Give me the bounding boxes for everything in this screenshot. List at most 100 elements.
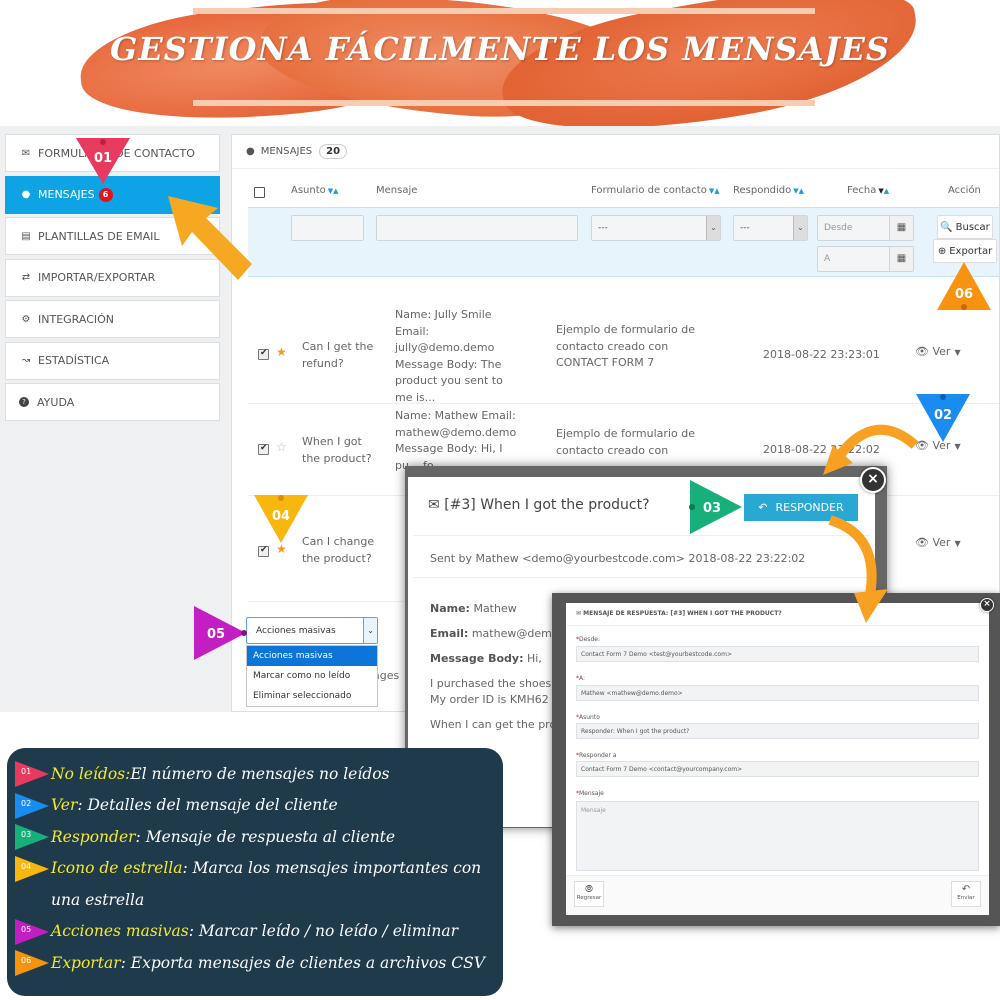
column-date[interactable]: Fecha▼▲: [847, 185, 890, 196]
line-chart-icon: ↝: [21, 355, 31, 366]
sidebar-item-label: ESTADÍSTICA: [38, 354, 110, 367]
legend-item-reply: 03 Responder: Mensaje de respuesta al cl…: [7, 821, 503, 853]
star-icon[interactable]: ★: [276, 345, 287, 359]
sidebar: ✉ FORMULARIO DE CONTACTO ● MENSAJES 6 ▤ …: [5, 134, 220, 425]
row-checkbox[interactable]: [258, 443, 269, 455]
row-checkbox[interactable]: [258, 545, 269, 557]
question-circle-icon: ?: [19, 397, 29, 407]
table-row[interactable]: ★ Can I get the refund? Name: Jully Smil…: [248, 301, 999, 404]
pagination-text: ages: [373, 669, 400, 682]
sidebar-item-label: PLANTILLAS DE EMAIL: [38, 229, 160, 243]
send-button[interactable]: ↶Enviar: [951, 881, 981, 907]
svg-text:05: 05: [207, 627, 225, 642]
svg-text:04: 04: [272, 509, 290, 524]
caret-down-icon: ▼: [954, 348, 961, 357]
star-icon[interactable]: ★: [276, 542, 287, 556]
bulk-actions-select[interactable]: Acciones masivas ⌄: [246, 617, 378, 644]
star-outline-icon[interactable]: ☆: [276, 440, 287, 454]
row-subject[interactable]: Can I get the refund?: [302, 340, 374, 370]
curved-arrow-icon: [828, 515, 888, 623]
subject-input[interactable]: Responder: When I got the product?: [576, 723, 979, 739]
reply-icon: ↶: [758, 501, 768, 514]
close-reply-modal-button[interactable]: ×: [980, 598, 994, 612]
sidebar-item-label: AYUDA: [37, 395, 75, 409]
filter-row: ---⌄ ---⌄ Desde▦ A▦ 🔍Buscar ⊕Exportar: [248, 207, 999, 277]
reply-button[interactable]: ↶RESPONDER: [744, 494, 858, 521]
panel-title: MENSAJES: [260, 146, 313, 157]
view-button[interactable]: 👁 Ver▼: [915, 439, 961, 452]
bulk-option-bulk-actions[interactable]: Acciones masivas: [247, 646, 377, 666]
select-all-checkbox[interactable]: [254, 187, 265, 198]
bulk-option-mark-unread[interactable]: Marcar como no leído: [253, 671, 351, 681]
from-input[interactable]: Contact Form 7 Demo <test@yourbestcode.c…: [576, 646, 979, 662]
form-filter-select[interactable]: ---⌄: [591, 215, 721, 241]
calendar-icon: ▦: [889, 247, 913, 271]
subject-label: *Asunto: [576, 714, 600, 721]
from-label: *Desde:: [576, 636, 600, 643]
reply-to-label: *Responder a: [576, 752, 617, 759]
message-textarea[interactable]: Mensaje: [576, 801, 979, 871]
exchange-icon: ⇄: [21, 272, 31, 283]
banner: GESTIONA FÁCILMENTE LOS MENSAJES: [0, 0, 1000, 156]
envelope-icon: ✉: [21, 147, 31, 159]
sidebar-item-help[interactable]: ? AYUDA: [5, 383, 220, 421]
row-form: Ejemplo de formulario de contacto creado…: [556, 427, 695, 457]
row-subject[interactable]: Can I change the product?: [302, 535, 375, 565]
bulk-actions-menu: Acciones masivas Marcar como no leído El…: [246, 645, 378, 707]
date-from-input[interactable]: Desde▦: [817, 215, 914, 241]
row-message: Name: Jully Smile Email: jully@demo.demo…: [395, 308, 503, 404]
date-to-input[interactable]: A▦: [817, 246, 914, 272]
back-button[interactable]: ⦾Regresar: [574, 881, 604, 907]
row-checkbox[interactable]: [258, 348, 269, 360]
callout-04-marker: 04: [254, 495, 308, 543]
view-button[interactable]: 👁 Ver▼: [915, 345, 961, 358]
envelope-icon: ✉: [576, 610, 582, 617]
sidebar-item-integration[interactable]: ⚙ INTEGRACIÓN: [5, 300, 220, 338]
table-row[interactable]: ☆ When I got the product? Name: Mathew E…: [248, 404, 999, 496]
search-button[interactable]: 🔍Buscar: [937, 215, 993, 239]
row-subject[interactable]: When I got the product?: [302, 435, 372, 465]
sidebar-item-import-export[interactable]: ⇄ IMPORTAR/EXPORTAR: [5, 258, 220, 297]
svg-text:06: 06: [955, 287, 973, 302]
svg-text:02: 02: [934, 408, 952, 423]
reply-to-input[interactable]: Contact Form 7 Demo <contact@yourcompany…: [576, 761, 979, 777]
replied-filter-select[interactable]: ---⌄: [733, 215, 808, 241]
callout-05-marker: 05: [194, 606, 247, 660]
sort-icon: ▼▲: [878, 187, 890, 195]
reply-modal: ✉ MENSAJE DE RESPUESTA: [#3] WHEN I GOT …: [566, 603, 989, 915]
sidebar-item-label: INTEGRACIÓN: [38, 312, 115, 326]
banner-line: [193, 8, 815, 14]
export-button[interactable]: ⊕Exportar: [933, 239, 997, 263]
banner-title: GESTIONA FÁCILMENTE LOS MENSAJES: [110, 30, 890, 68]
legend-item-star-continued: una estrella: [51, 890, 145, 909]
callout-03-marker: 03: [689, 480, 742, 534]
search-icon: 🔍: [940, 221, 953, 233]
view-button[interactable]: 👁 Ver▼: [915, 536, 961, 549]
row-message: Name: Mathew Email: mathew@demo.demo Mes…: [395, 409, 517, 472]
unread-badge: 6: [98, 187, 113, 202]
to-input[interactable]: Mathew <mathew@demo.demo>: [576, 685, 979, 701]
bulk-option-delete-selected[interactable]: Eliminar seleccionado: [253, 691, 352, 701]
subject-filter-input[interactable]: [291, 215, 364, 241]
comments-icon: ●: [246, 146, 255, 157]
column-form[interactable]: Formulario de contacto▼▲: [591, 185, 720, 196]
reply-modal-title: ✉ MENSAJE DE RESPUESTA: [#3] WHEN I GOT …: [576, 610, 782, 617]
divider: [566, 625, 989, 626]
triangle-marker-icon: [15, 918, 49, 945]
sidebar-item-statistics[interactable]: ↝ ESTADÍSTICA: [5, 341, 220, 380]
column-subject[interactable]: Asunto▼▲: [291, 185, 339, 196]
callout-02-marker: 02: [916, 394, 970, 442]
column-replied[interactable]: Respondido▼▲: [733, 185, 805, 196]
sidebar-item-label: IMPORTAR/EXPORTAR: [38, 271, 156, 284]
table-header: Asunto▼▲ Mensaje Formulario de contacto▼…: [232, 179, 999, 205]
row-date: 2018-08-22 23:23:01: [763, 348, 880, 361]
close-modal-button[interactable]: ×: [860, 467, 886, 493]
file-text-icon: ▤: [21, 230, 31, 242]
cogs-icon: ⚙: [21, 313, 31, 325]
message-filter-input[interactable]: [376, 215, 578, 241]
sort-icon: ▼▲: [793, 187, 805, 195]
triangle-marker-icon: [15, 950, 49, 976]
triangle-marker-icon: [15, 855, 49, 882]
eye-icon: 👁: [915, 439, 929, 452]
